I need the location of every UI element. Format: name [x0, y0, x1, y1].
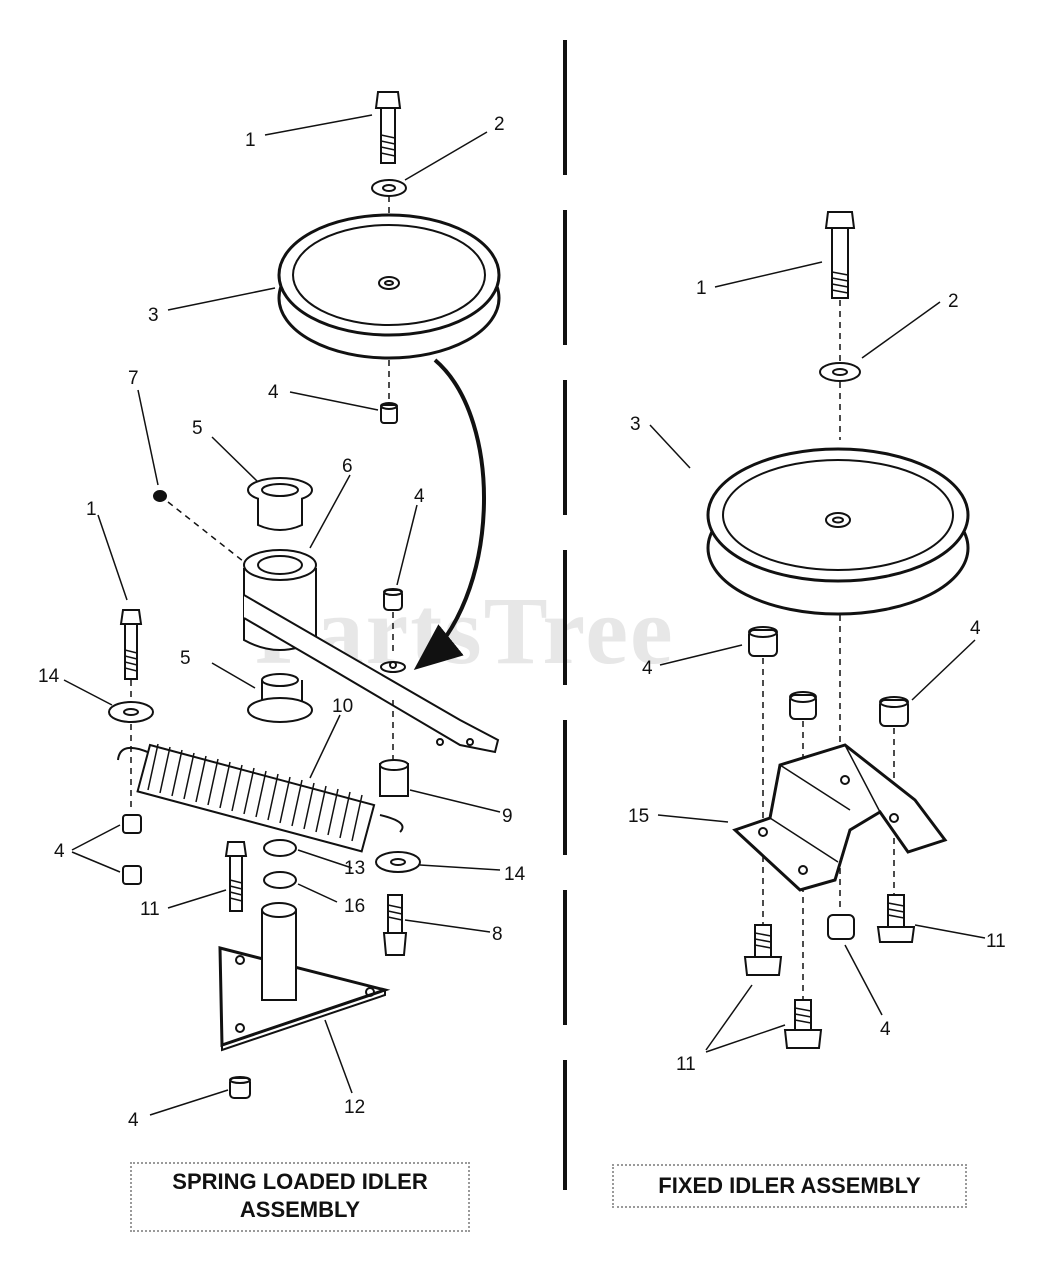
spring-10 [117, 743, 404, 853]
bolt-11-right-c [783, 999, 823, 1049]
fixed-idler-assembly [706, 211, 970, 1049]
callout-r4c: 4 [880, 1019, 891, 1040]
nut-4-upper [380, 402, 398, 424]
bracket-12 [218, 902, 391, 1052]
right-leader-lines [649, 261, 986, 1053]
idler-arm-6 [243, 549, 500, 754]
callout-l5a: 5 [192, 418, 203, 439]
callout-l4c: 4 [54, 841, 65, 862]
callout-l16: 16 [344, 896, 365, 917]
washer-14-right [375, 851, 421, 873]
nut-4-right-left [748, 626, 778, 657]
callout-l9: 9 [502, 806, 513, 827]
ring-16 [263, 871, 297, 889]
bracket-15 [732, 743, 948, 892]
washer-14-left [108, 701, 154, 723]
spacer-9 [379, 759, 409, 797]
callout-l8: 8 [492, 924, 503, 945]
nut-4-right-right [879, 696, 909, 727]
callout-r15: 15 [628, 806, 649, 827]
callout-l6: 6 [342, 456, 353, 477]
callout-labels: 1 2 3 4 7 5 6 4 1 5 14 10 9 4 13 14 11 1… [38, 114, 1006, 1131]
callout-l14a: 14 [38, 666, 60, 687]
callout-l14b: 14 [504, 864, 526, 885]
callout-l10: 10 [332, 696, 353, 717]
callout-l3: 3 [148, 305, 159, 326]
bushing-5-top [247, 477, 313, 531]
callout-l7: 7 [128, 368, 139, 389]
assembly-arrow [413, 358, 486, 671]
nut-4-arm [383, 588, 403, 611]
left-leader-lines [63, 114, 501, 1116]
washer-2-right [819, 362, 861, 382]
callout-l13: 13 [344, 858, 365, 879]
callout-r11a: 11 [986, 931, 1006, 952]
bushing-5-lower [247, 673, 313, 723]
nut-4-bottom [229, 1076, 251, 1099]
callout-l5b: 5 [180, 648, 191, 669]
callout-l4b: 4 [414, 486, 425, 507]
washer-2 [371, 179, 407, 197]
caption-fixed-idler-assembly: FIXED IDLER ASSEMBLY [612, 1164, 967, 1208]
bolt-1-right [824, 211, 856, 299]
bolt-11-left [224, 841, 248, 912]
ring-13 [263, 839, 297, 857]
callout-r4b: 4 [970, 618, 981, 639]
callout-r1: 1 [696, 278, 707, 299]
callout-l2: 2 [494, 114, 505, 135]
callout-l4d: 4 [128, 1110, 139, 1131]
callout-l1b: 1 [86, 499, 97, 520]
callout-r4a: 4 [642, 658, 653, 679]
bolt-1-top [374, 91, 402, 164]
nut-4-right-middle [789, 691, 817, 720]
callout-r11b: 11 [676, 1054, 696, 1075]
spring-loaded-idler-assembly [108, 91, 501, 1099]
nut-4-right-bottom [827, 914, 855, 940]
callout-r2: 2 [948, 291, 959, 312]
pulley-3-right [706, 447, 970, 616]
nuts-4-left-pair [122, 814, 142, 885]
caption-spring-loaded-idler-assembly: SPRING LOADED IDLER ASSEMBLY [130, 1162, 470, 1232]
callout-r3: 3 [630, 414, 641, 435]
pulley-3-left [277, 213, 501, 360]
callout-l11: 11 [140, 899, 160, 920]
callout-l1a: 1 [245, 130, 256, 151]
callout-l4a: 4 [268, 382, 279, 403]
bolt-11-right-a [876, 894, 916, 943]
bolt-11-right-b [743, 924, 783, 976]
bolt-1-left [119, 609, 143, 680]
shoulder-bolt-8 [382, 894, 408, 956]
callout-l12: 12 [344, 1097, 365, 1118]
